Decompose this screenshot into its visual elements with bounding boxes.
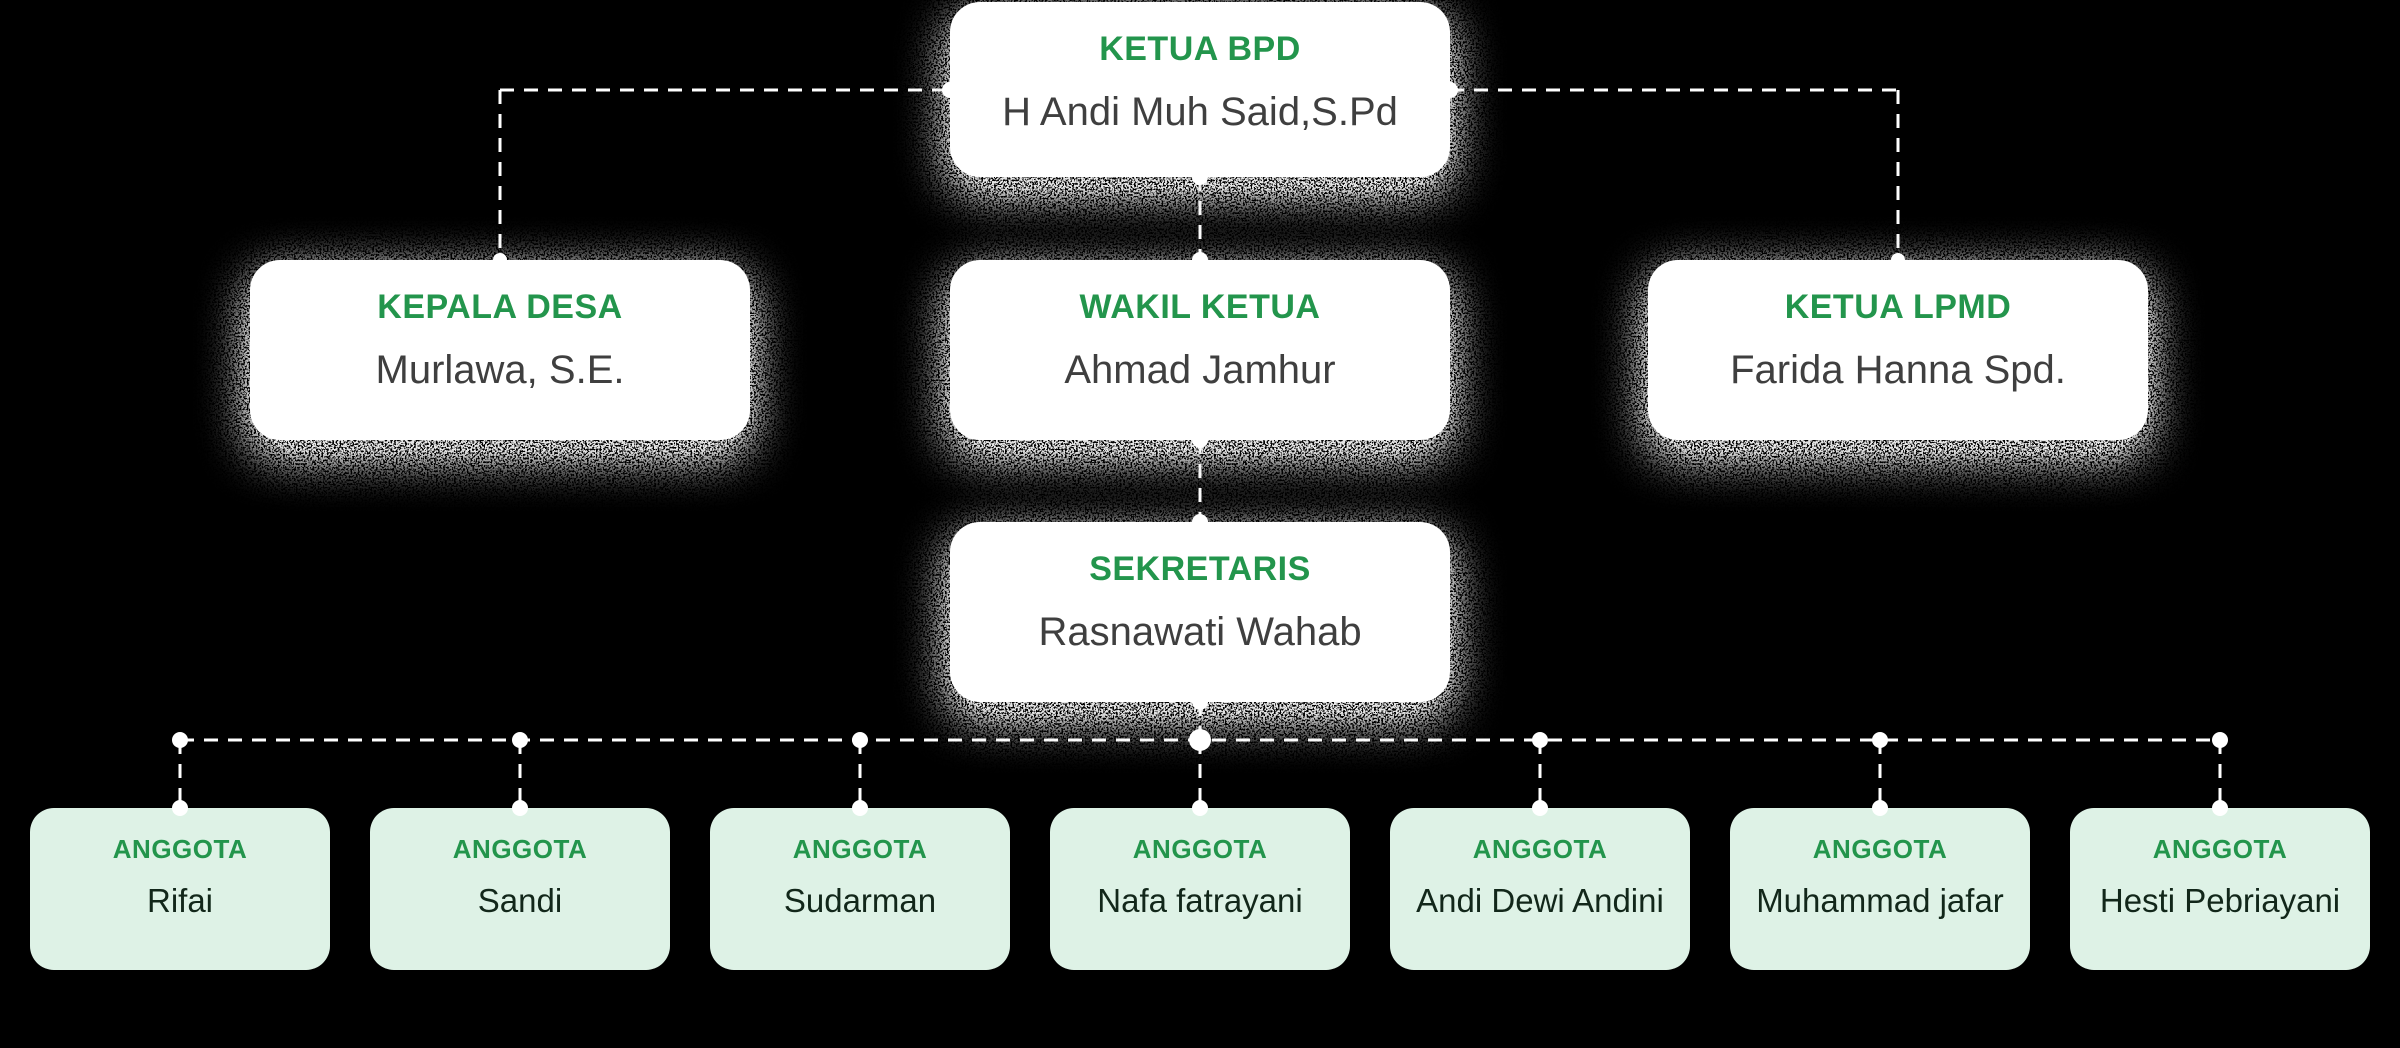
person-name: H Andi Muh Said,S.Pd bbox=[1002, 90, 1398, 134]
connector-dot bbox=[512, 732, 528, 748]
role-title: ANGGOTA bbox=[112, 834, 248, 864]
org-card-kepala-desa: KEPALA DESA Murlawa, S.E. bbox=[250, 260, 750, 440]
connector-dot bbox=[1189, 729, 1211, 751]
role-title: ANGGOTA bbox=[1472, 834, 1608, 864]
org-card-anggota-5: ANGGOTA Andi Dewi Andini bbox=[1390, 808, 1690, 970]
role-title: KETUA LPMD bbox=[1784, 288, 2012, 326]
org-card-ketua-lpmd: KETUA LPMD Farida Hanna Spd. bbox=[1648, 260, 2148, 440]
person-name: Ahmad Jamhur bbox=[1064, 348, 1336, 392]
person-name: Hesti Pebriayani bbox=[2099, 882, 2341, 919]
role-title: WAKIL KETUA bbox=[1079, 288, 1321, 326]
connector-dot bbox=[2212, 732, 2228, 748]
org-card-anggota-1: ANGGOTA Rifai bbox=[30, 808, 330, 970]
org-card-sekretaris: SEKRETARIS Rasnawati Wahab bbox=[950, 522, 1450, 702]
role-title: ANGGOTA bbox=[2152, 834, 2288, 864]
org-card-anggota-3: ANGGOTA Sudarman bbox=[710, 808, 1010, 970]
org-card-anggota-4: ANGGOTA Nafa fatrayani bbox=[1050, 808, 1350, 970]
person-name: Muhammad jafar bbox=[1756, 882, 2004, 919]
org-card-anggota-7: ANGGOTA Hesti Pebriayani bbox=[2070, 808, 2370, 970]
person-name: Sandi bbox=[477, 882, 563, 919]
role-title: ANGGOTA bbox=[1132, 834, 1268, 864]
person-name: Farida Hanna Spd. bbox=[1730, 348, 2066, 392]
org-card-anggota-2: ANGGOTA Sandi bbox=[370, 808, 670, 970]
connector-dot bbox=[172, 732, 188, 748]
org-card-ketua-bpd: KETUA BPD H Andi Muh Said,S.Pd bbox=[950, 2, 1450, 177]
person-name: Sudarman bbox=[783, 882, 937, 919]
role-title: ANGGOTA bbox=[1812, 834, 1948, 864]
person-name: Andi Dewi Andini bbox=[1416, 882, 1664, 919]
connector-dot bbox=[1532, 732, 1548, 748]
person-name: Rifai bbox=[146, 882, 214, 919]
role-title: ANGGOTA bbox=[452, 834, 588, 864]
role-title: KEPALA DESA bbox=[377, 288, 623, 326]
connector-dot bbox=[1872, 732, 1888, 748]
role-title: KETUA BPD bbox=[1099, 30, 1301, 68]
person-name: Murlawa, S.E. bbox=[375, 348, 625, 392]
org-card-wakil-ketua: WAKIL KETUA Ahmad Jamhur bbox=[950, 260, 1450, 440]
person-name: Rasnawati Wahab bbox=[1038, 610, 1362, 654]
role-title: ANGGOTA bbox=[792, 834, 928, 864]
org-card-anggota-6: ANGGOTA Muhammad jafar bbox=[1730, 808, 2030, 970]
person-name: Nafa fatrayani bbox=[1097, 882, 1303, 919]
role-title: SEKRETARIS bbox=[1089, 550, 1311, 588]
connector-dot bbox=[852, 732, 868, 748]
